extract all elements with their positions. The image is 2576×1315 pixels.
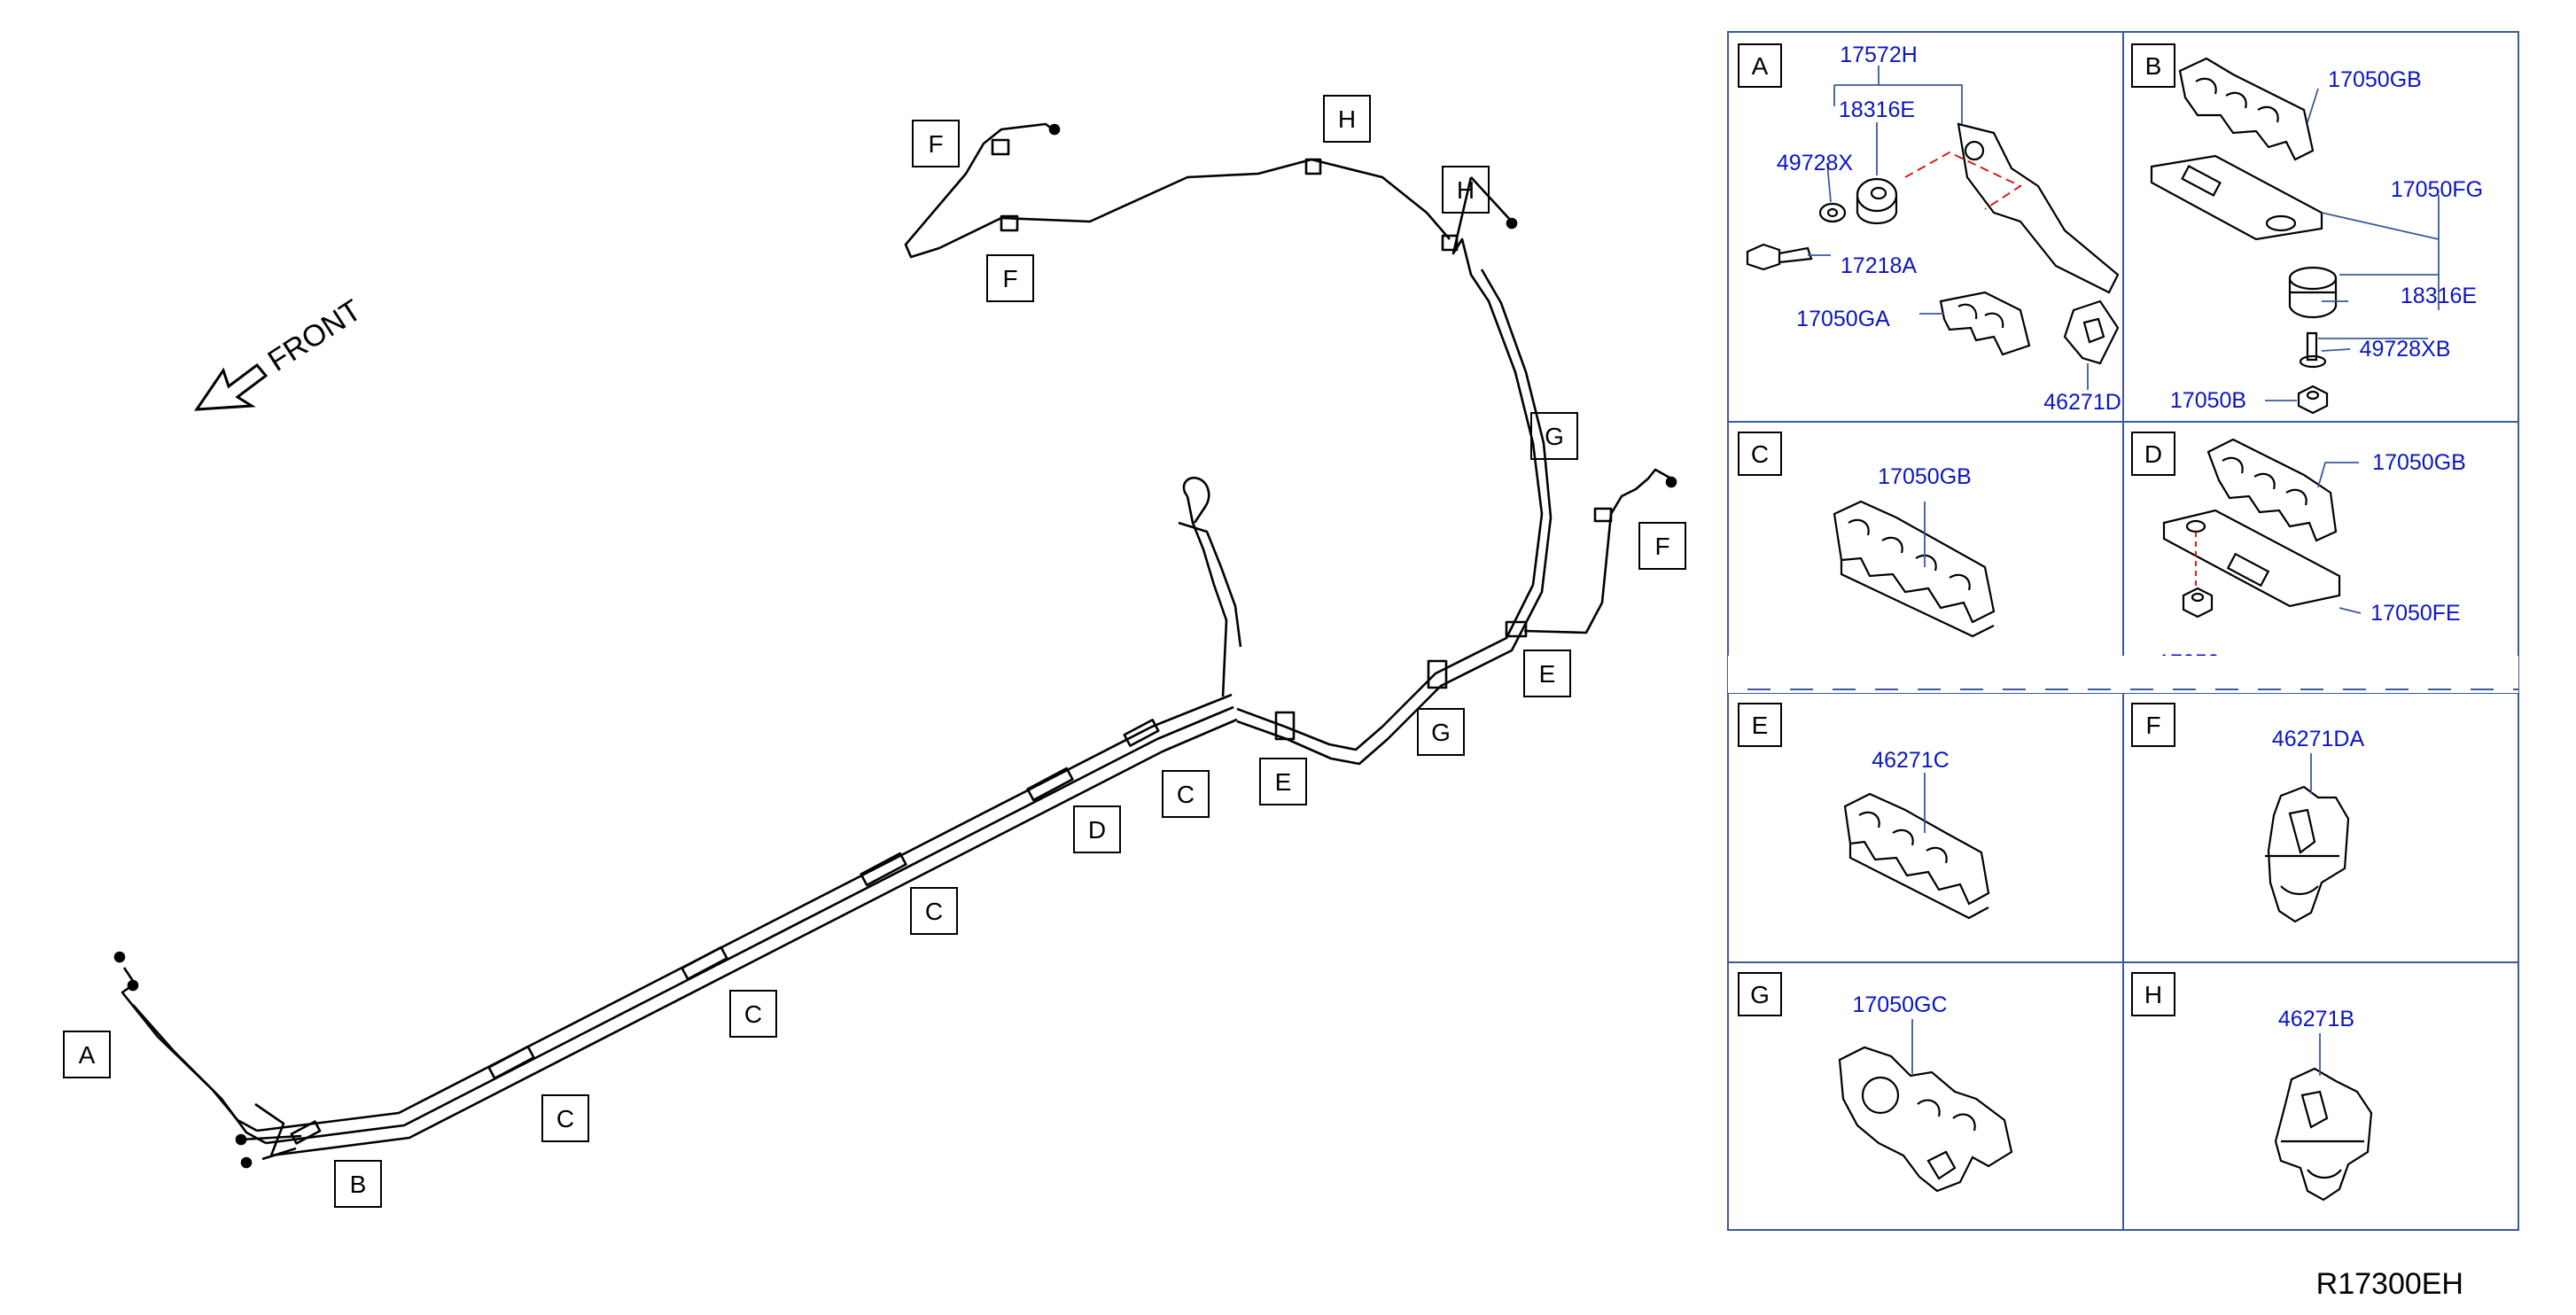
routing-callouts: [63, 95, 1686, 1208]
callout-g: G: [1545, 423, 1564, 450]
callout-d: D: [1088, 816, 1106, 844]
panel-c-illustration: [1833, 500, 1996, 638]
callout-b: B: [350, 1171, 367, 1198]
part-number: 17050B: [2170, 388, 2246, 413]
front-label: FRONT: [262, 293, 368, 378]
panel-a-dashed-leader: [1904, 151, 2022, 210]
part-number: 17050GA: [1796, 307, 1890, 331]
part-number: 46271B: [2278, 1007, 2354, 1031]
callout-c: C: [925, 898, 943, 925]
panel-e-illustration: [1843, 792, 1990, 920]
panel-a-parts: 17572H 18316E 49728X 17218A 17050GA 4627…: [1777, 43, 2121, 415]
part-number: 17050GB: [1878, 464, 1972, 489]
callout-g: G: [1431, 719, 1451, 746]
part-number: 17050GB: [2372, 450, 2466, 475]
callout-h: H: [1457, 176, 1475, 204]
part-number: 17050FG: [2391, 177, 2483, 202]
part-number: 17572H: [1840, 43, 1918, 67]
callout-f: F: [1002, 265, 1017, 292]
part-number: 49728XB: [2360, 337, 2451, 362]
parts-grid: [1727, 31, 2519, 1231]
panel-g-letter: G: [1750, 981, 1770, 1008]
panel-g-illustration: [1838, 1046, 2013, 1193]
callout-f: F: [1654, 533, 1669, 560]
part-number: 46271D: [2043, 390, 2121, 415]
part-number: 17218A: [1841, 253, 1918, 278]
panel-h-letter: H: [2144, 981, 2162, 1008]
panel-letters: A B C D E F G H: [1750, 52, 2162, 1008]
part-number: 49728X: [1777, 151, 1854, 175]
panel-c-letter: C: [1751, 440, 1769, 468]
panel-h-illustration: [2274, 1067, 2373, 1202]
panel-d-parts: 17050GB 17050FE 17050: [2158, 450, 2466, 675]
callout-a: A: [79, 1041, 96, 1069]
panel-b-leaders: [2265, 88, 2440, 401]
fuel-line-routing: [113, 122, 1677, 1169]
panel-f-letter: F: [2145, 712, 2160, 739]
routing-callout-labels: F F H H G F E G C E D C C C A B: [79, 105, 1670, 1198]
panel-a-leaders: [1808, 66, 2089, 390]
panel-gap-band: [1728, 656, 2518, 693]
part-number: 46271C: [1872, 748, 1950, 773]
part-number: 18316E: [1839, 97, 1915, 122]
panel-d-letter: D: [2144, 440, 2162, 468]
panel-d-illustration: [2162, 438, 2341, 619]
panel-a-illustration: [1746, 122, 2120, 365]
panel-a-letter: A: [1752, 52, 1769, 80]
part-number: 46271DA: [2272, 727, 2365, 751]
panel-b-letter: B: [2145, 52, 2162, 80]
part-number: 17050GC: [1852, 992, 1947, 1017]
panel-d-leaders: [2317, 462, 2362, 614]
part-number: 17050GB: [2328, 67, 2422, 92]
callout-f: F: [928, 130, 943, 158]
panel-letter-boxes: [1738, 43, 2175, 1016]
callout-e: E: [1275, 768, 1292, 796]
callout-c: C: [556, 1105, 574, 1132]
callout-e: E: [1539, 660, 1556, 688]
callout-c: C: [744, 1000, 762, 1028]
panel-b-illustration: [2150, 57, 2338, 415]
callout-c: C: [1177, 781, 1195, 808]
panel-e-letter: E: [1752, 712, 1769, 739]
part-number: 18316E: [2401, 284, 2477, 308]
callout-h: H: [1338, 105, 1356, 133]
panel-b-parts: 17050GB 17050FG 18316E 49728XB 17050B: [2170, 67, 2483, 413]
reference-code: R17300EH: [2316, 1267, 2463, 1301]
part-number: 17050FE: [2370, 601, 2460, 626]
front-arrow: FRONT: [194, 293, 368, 411]
panel-f-illustration: [2265, 785, 2350, 923]
